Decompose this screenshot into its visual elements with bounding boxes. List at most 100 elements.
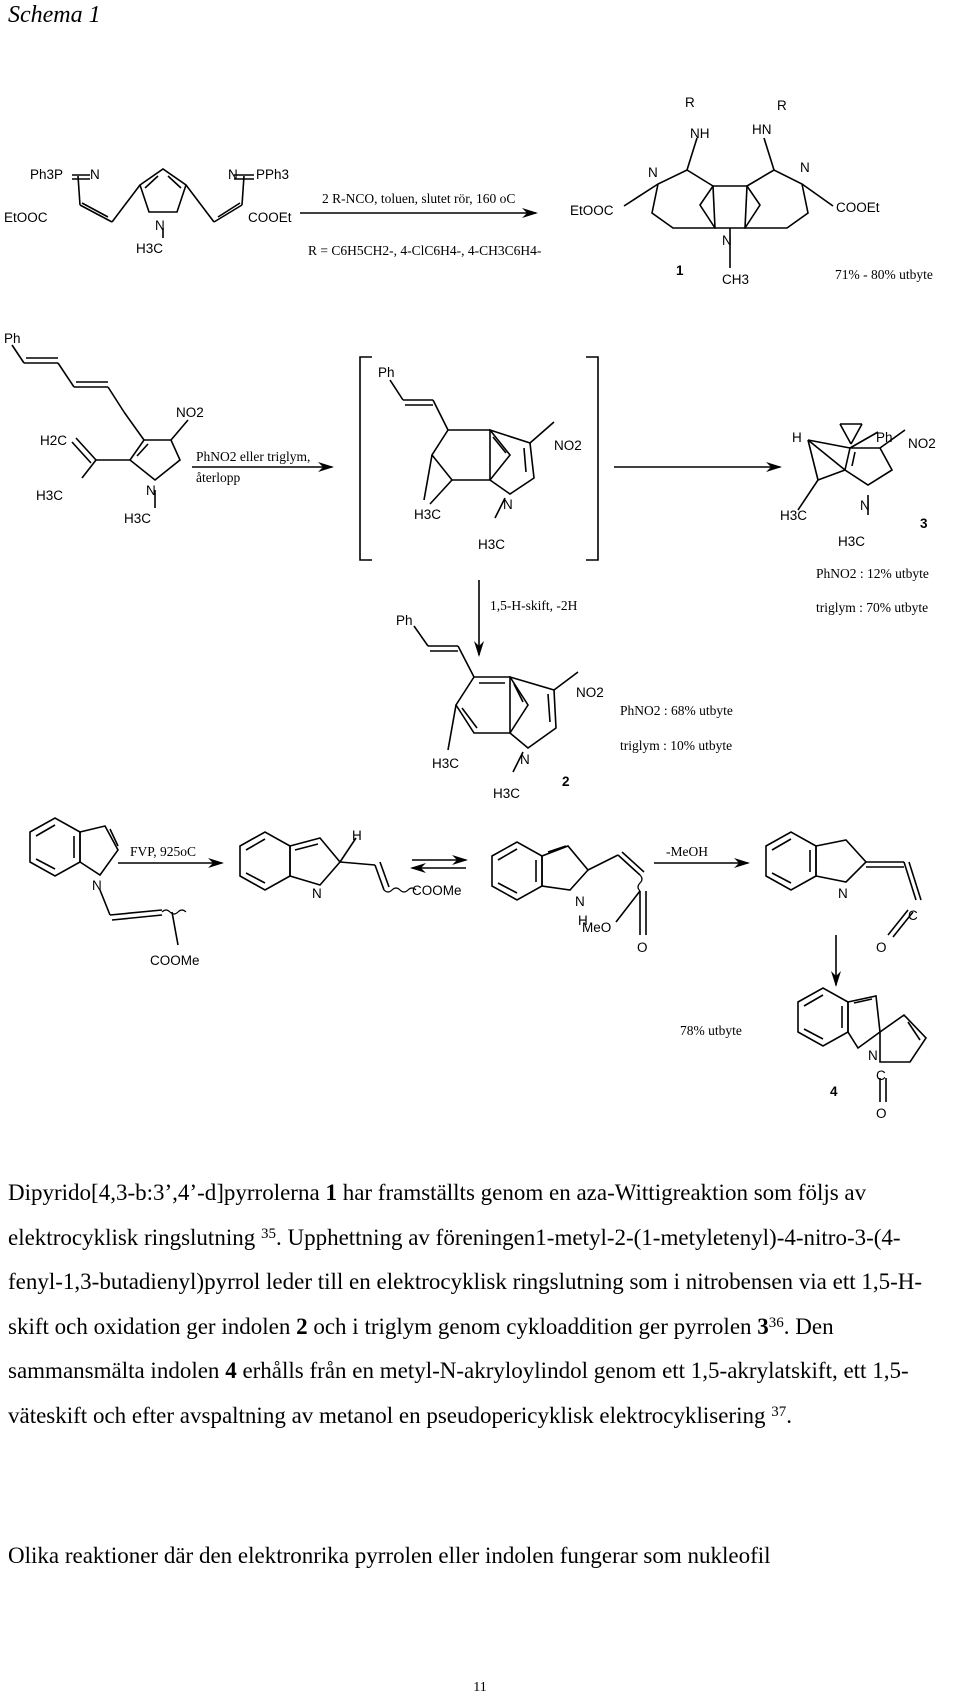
r1p-label-nh: NH — [690, 126, 710, 141]
r2s-label-h3c-left: H3C — [36, 488, 63, 503]
r3s-label-n: N — [92, 878, 102, 893]
ketene-indolenine-structure: N C O — [765, 831, 922, 955]
para1-ref-36: 36 — [768, 1314, 784, 1331]
r1p-label-cooet: COOEt — [836, 200, 880, 215]
scheme-title: Schema 1 — [8, 2, 101, 28]
r2p3-label-h3c: H3C — [838, 534, 865, 549]
r3s-label-coome: COOMe — [150, 953, 200, 968]
r3i2-label-meo: MeO — [582, 920, 611, 935]
para1-compound-4: 4 — [225, 1358, 237, 1384]
r2i-label-h3c: H3C — [478, 537, 505, 552]
r3i2-label-h: H — [578, 913, 588, 928]
r2i-label-no2: NO2 — [554, 438, 582, 453]
compound-3-number: 3 — [920, 516, 928, 531]
r2p3-label-no2: NO2 — [908, 436, 936, 451]
r2i-label-n: N — [503, 497, 513, 512]
r1p-label-n-left: N — [648, 165, 658, 180]
r2s-label-no2: NO2 — [176, 405, 204, 420]
reaction-3: N COOMe FVP, 925oC H N COOMe — [29, 817, 928, 1121]
yield-3-phno2: PhNO2 : 12% utbyte — [816, 566, 929, 581]
yield-3-triglym: triglym : 70% utbyte — [816, 600, 928, 615]
r2s-label-h2c: H2C — [40, 433, 67, 448]
page-number: 11 — [473, 1680, 487, 1695]
r2p2-label-no2: NO2 — [576, 685, 604, 700]
reaction-1: Ph3P N N PPh3 EtOOC COOEt N H3C 2 R-NCO,… — [4, 95, 933, 287]
r3i2-label-n: N — [575, 894, 585, 909]
r2p2-label-n: N — [520, 752, 530, 767]
dipyridopyrrole-structure: R NH R HN N N EtOOC COOEt N CH3 — [570, 95, 880, 287]
r2p3-label-ph: Ph — [876, 430, 893, 445]
bis-iminophosphorane-structure: Ph3P N N PPh3 EtOOC COOEt N H3C — [4, 167, 292, 256]
para1-compound-1: 1 — [325, 1180, 337, 1205]
nitropyrrole-diene-structure: Ph H2C NO2 H3C N H3C — [4, 331, 204, 526]
r3p-label-o: O — [876, 1106, 887, 1121]
r2i-label-h3c-left: H3C — [414, 507, 441, 522]
para1-text-4: och i triglym genom cykloaddition ger py… — [307, 1313, 758, 1339]
para1-text-1: Dipyrido[4,3-b:3’,4’-d]pyrrolerna — [8, 1180, 326, 1205]
para1-text-5: . Den sammansmälta indolen — [8, 1313, 834, 1384]
indole-2-structure: Ph NO2 H3C N H3C — [396, 613, 604, 801]
r2s-label-ph: Ph — [4, 331, 21, 346]
r3-condition-2: -MeOH — [666, 844, 708, 859]
r1-yield: 71% - 80% utbyte — [835, 267, 933, 282]
isoindolenine-intermediate-structure: H N COOMe — [239, 828, 462, 901]
compound-2-number: 2 — [562, 774, 570, 789]
body-paragraph-2: Olika reaktioner där den elektronrika py… — [8, 1543, 771, 1568]
r2p3-label-h3c-left: H3C — [780, 508, 807, 523]
r1-condition-1: 2 R-NCO, toluen, slutet rör, 160 oC — [322, 191, 515, 206]
dihydroindole-intermediate-structure: Ph NO2 H3C N H3C — [378, 365, 582, 552]
para1-text-7: . — [786, 1402, 792, 1428]
r1-label-n-left: N — [90, 167, 100, 182]
r1p-label-n-right: N — [800, 160, 810, 175]
para1-compound-3: 3 — [757, 1313, 769, 1339]
para1-text-3: . Upphettning av föreningen1-metyl-2-(1-… — [8, 1224, 923, 1339]
para1-ref-37: 37 — [771, 1403, 787, 1420]
pyrroloindolone-structure: N C O — [797, 987, 928, 1121]
r3p-label-n: N — [868, 1048, 878, 1063]
r2p2-label-h3c-left: H3C — [432, 756, 459, 771]
r1p-label-pyrrole-n: N — [722, 233, 732, 248]
enol-ester-indole-structure: N H MeO O — [491, 841, 648, 955]
r2-condition-2: återlopp — [196, 470, 240, 485]
cycloadduct-pyrrole-structure: H Ph NO2 H3C N H3C — [780, 423, 936, 549]
r2p2-label-ph: Ph — [396, 613, 413, 628]
r3-yield: 78% utbyte — [680, 1023, 742, 1038]
r3k-label-c: C — [908, 908, 918, 923]
r1-label-pyrrole-n: N — [155, 218, 165, 233]
r3-condition: FVP, 925oC — [130, 844, 196, 859]
r1-label-n-right: N — [228, 167, 238, 182]
r1p-label-etooc: EtOOC — [570, 203, 614, 218]
compound-4-number: 4 — [830, 1084, 838, 1099]
r1-label-h3c: H3C — [136, 241, 163, 256]
r3i2-label-o: O — [637, 940, 648, 955]
r2p2-label-h3c: H3C — [493, 786, 520, 801]
r2-shift-label: 1,5-H-skift, -2H — [490, 598, 578, 613]
r1-condition-2: R = C6H5CH2-, 4-ClC6H4-, 4-CH3C6H4- — [308, 243, 542, 258]
r2i-label-ph: Ph — [378, 365, 395, 380]
para1-text-6: erhålls från en metyl-N-akryloylindol ge… — [8, 1358, 909, 1428]
r3i1-label-h: H — [352, 828, 362, 843]
para1-ref-35: 35 — [260, 1225, 276, 1242]
body-paragraph-1: Dipyrido[4,3-b:3’,4’-d]pyrrolerna 1 har … — [8, 1171, 952, 1439]
compound-1-number: 1 — [676, 263, 684, 278]
r3i1-label-coome: COOMe — [412, 883, 462, 898]
r1-label-etooc: EtOOC — [4, 210, 48, 225]
para1-compound-2: 2 — [296, 1313, 308, 1339]
r2p3-label-h: H — [792, 430, 802, 445]
r1-label-pph3: PPh3 — [256, 167, 289, 182]
r1p-label-ch3: CH3 — [722, 272, 749, 287]
r2-condition-1: PhNO2 eller triglym, — [196, 449, 310, 464]
r1p-label-hn: HN — [752, 122, 772, 137]
n-acrylylindole-structure: N COOMe — [29, 817, 200, 968]
r1-label-cooet: COOEt — [248, 210, 292, 225]
r3k-label-o: O — [876, 940, 887, 955]
equilibrium-arrows — [410, 855, 468, 873]
yield-2-triglym: triglym : 10% utbyte — [620, 738, 732, 753]
r1p-label-r-right: R — [777, 98, 787, 113]
r2s-label-h3c: H3C — [124, 511, 151, 526]
r3p-label-c: C — [876, 1068, 886, 1083]
r1p-label-r-left: R — [685, 95, 695, 110]
r3k-label-n: N — [838, 886, 848, 901]
reaction-scheme: Ph3P N N PPh3 EtOOC COOEt N H3C 2 R-NCO,… — [4, 95, 936, 1121]
reaction-2: Ph H2C NO2 H3C N H3C PhNO2 eller triglym… — [4, 331, 936, 801]
